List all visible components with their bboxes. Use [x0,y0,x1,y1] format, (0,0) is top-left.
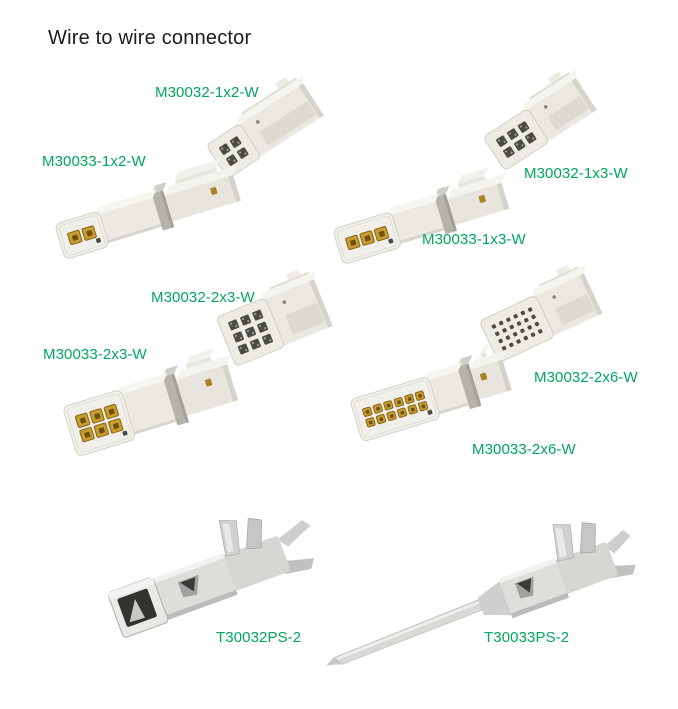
product-label-m30033-1x2-w: M30033-1x2-W [42,153,146,170]
product-image-t30033ps-2 [315,485,636,690]
product-label-m30033-2x6-w: M30033-2x6-W [472,441,576,458]
product-image-m30033-2x6-w [350,315,550,465]
product-label-m30033-2x3-w: M30033-2x3-W [43,346,147,363]
product-image-m30032-1x3-w [484,64,618,174]
connector-illustration [484,69,597,170]
product-image-m30033-1x2-w [44,158,264,270]
product-label-m30032-1x3-w: M30032-1x3-W [524,165,628,182]
product-image-m30032-1x2-w [207,64,338,209]
product-label-t30033ps-2: T30033PS-2 [484,629,570,646]
product-image-m30033-2x3-w [62,322,264,470]
connector-illustration [55,159,241,259]
connector-illustration [333,167,510,264]
product-label-m30032-2x6-w: M30032-2x6-W [534,369,638,386]
connector-illustration [207,74,324,178]
connector-illustration [480,265,603,362]
product-image-t30032ps-2 [88,490,318,660]
connector-illustration [326,522,636,666]
connector-illustration [63,348,239,456]
product-label-t30032ps-2: T30032PS-2 [216,629,302,646]
product-label-m30033-1x3-w: M30033-1x3-W [422,231,526,248]
connector-illustration [350,343,512,442]
product-label-m30032-1x2-w: M30032-1x2-W [155,84,259,101]
page-title: Wire to wire connector [48,27,252,49]
product-image-m30033-1x3-w [330,135,530,265]
connector-illustration [217,269,333,366]
connector-illustration [107,517,314,638]
product-label-m30032-2x3-w: M30032-2x3-W [151,289,255,306]
product-image-m30032-2x3-w [217,269,354,375]
product-image-m30032-2x6-w [480,262,633,374]
